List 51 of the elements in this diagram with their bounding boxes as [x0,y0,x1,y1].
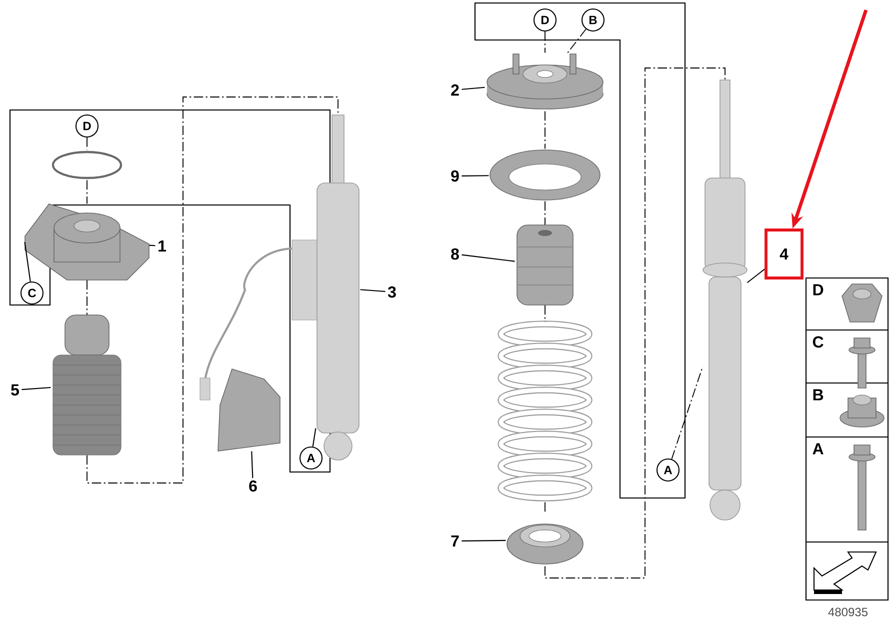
callout-number: 7 [451,536,459,546]
callout-letter: B [581,8,605,32]
leader-line [360,289,386,292]
assembly-line [544,68,726,578]
callout-letter: C [20,281,44,305]
leader-line [24,242,31,282]
callout-number: 6 [249,480,257,492]
bump-stop-drawing [52,314,122,456]
callout-letter: D [75,114,99,138]
leader-line [251,451,254,478]
callout-number: 9 [451,170,459,182]
spring-seat-drawing [506,524,584,564]
assembly-line [86,280,88,316]
assembly-line [544,31,546,54]
callout-number: 2 [451,84,459,96]
assembly-line [544,200,546,226]
leader-line [746,268,765,284]
shock-absorber-drawing [316,114,360,460]
protective-cover-drawing [218,368,280,452]
legend-letter: D [813,284,824,296]
coil-spring-drawing [498,320,592,502]
callout-letter: D [533,8,557,32]
o-ring-drawing [52,150,122,180]
leader-line [462,254,515,262]
spring-pad-drawing [490,150,600,200]
legend-letter: A [812,443,824,454]
leader-line [149,244,156,246]
callout-number: 8 [451,248,459,260]
shock-absorber-drawing [702,80,748,520]
legend-letter: B [813,389,824,400]
diagram-number: 480935 [828,608,868,616]
leader-line [22,386,51,390]
leader-line [462,175,489,176]
callout-number: 5 [11,384,19,396]
assembly-line [567,28,586,54]
callout-number: 1 [158,240,166,252]
callout-letter: A [656,458,680,482]
strut-mount-drawing [24,204,150,280]
strut-mount-drawing [486,54,604,110]
leader-line [462,86,485,90]
callout-number: 3 [388,286,396,298]
assembly-line [544,110,546,150]
bump-stop-drawing [516,224,574,306]
assembly-line [544,502,546,514]
assembly-line [86,96,338,484]
assembly-line [86,180,88,204]
leader-line [462,540,506,542]
leader-line [312,428,316,447]
highlighted-callout-number: 4 [764,228,804,280]
legend-letter: C [812,336,824,348]
callout-letter: A [299,446,323,470]
